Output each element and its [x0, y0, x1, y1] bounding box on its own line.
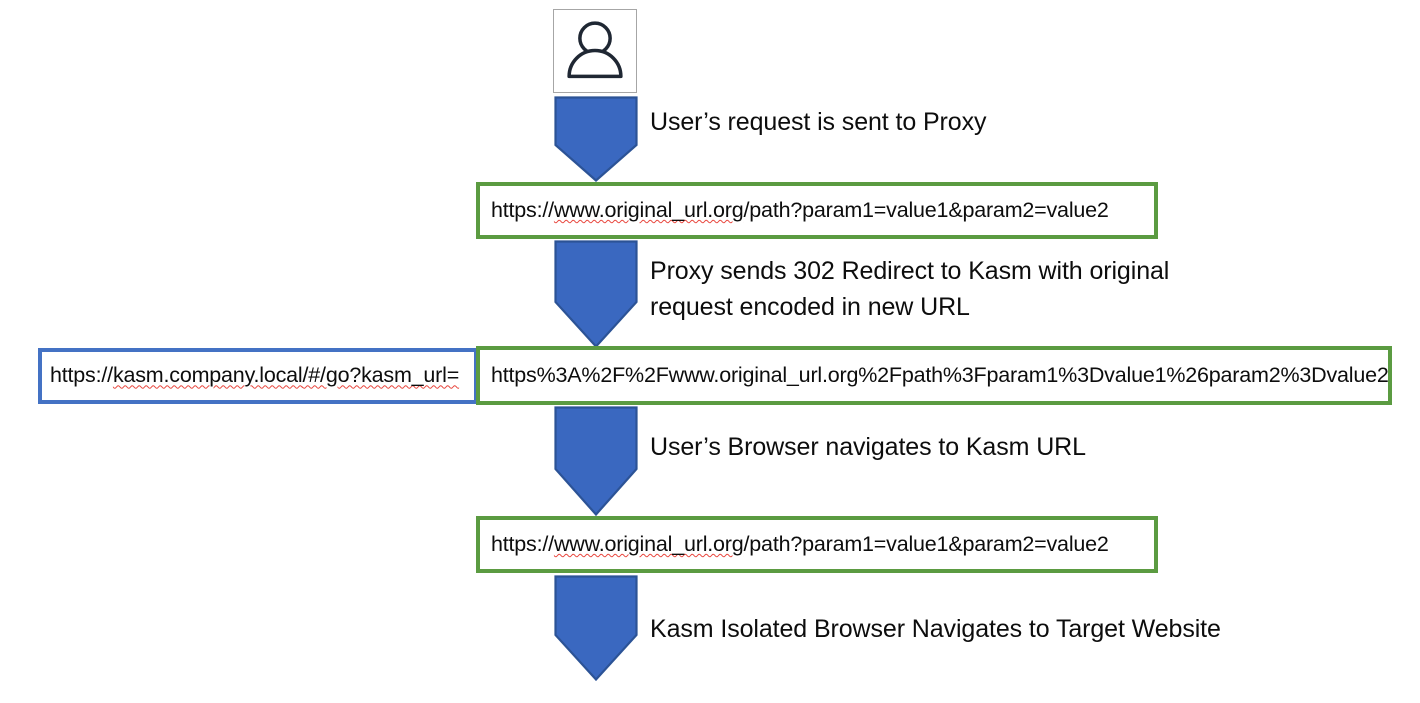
kasm-url-prefix-text: https://kasm.company.local/#/go?kasm_url…: [42, 365, 459, 387]
down-arrow-icon: [554, 96, 638, 182]
url-path: /#/go?kasm_url=: [302, 363, 460, 388]
step-caption-4: Kasm Isolated Browser Navigates to Targe…: [650, 615, 1221, 643]
down-arrow-icon: [554, 575, 638, 681]
user-avatar: [553, 9, 637, 93]
step-caption-1: User’s request is sent to Proxy: [650, 108, 987, 136]
down-arrow-icon: [554, 406, 638, 516]
user-avatar-icon: [567, 21, 623, 79]
original-request-url-text-2: https://www.original_url.org/path?param1…: [480, 531, 1109, 556]
original-request-url-box-2: https://www.original_url.org/path?param1…: [476, 516, 1158, 573]
encoded-url-text: https%3A%2F%2Fwww.original_url.org%2Fpat…: [491, 362, 1389, 387]
down-arrow-icon: [554, 240, 638, 348]
kasm-url-prefix-box: https://kasm.company.local/#/go?kasm_url…: [38, 348, 478, 404]
step-caption-2: Proxy sends 302 Redirect to Kasm with or…: [650, 257, 1170, 321]
url-path: /path?param1=value1&param2=value2: [743, 197, 1109, 222]
url-scheme: https://: [491, 531, 554, 556]
url-path: /path?param1=value1&param2=value2: [743, 531, 1109, 556]
url-host: www.original_url.org: [553, 531, 744, 556]
url-scheme: https://: [50, 363, 113, 388]
original-request-url-text-1: https://www.original_url.org/path?param1…: [480, 197, 1109, 222]
url-scheme: https://: [491, 197, 554, 222]
flow-arrow-3: [554, 406, 638, 516]
flow-arrow-4: [554, 575, 638, 681]
encoded-url-box: https%3A%2F%2Fwww.original_url.org%2Fpat…: [476, 346, 1392, 405]
url-host: www.original_url.org: [553, 197, 744, 222]
url-host: kasm.company.local: [112, 363, 303, 388]
step-caption-3: User’s Browser navigates to Kasm URL: [650, 433, 1086, 461]
flow-arrow-1: [554, 96, 638, 182]
flow-arrow-2: [554, 240, 638, 348]
original-request-url-box-1: https://www.original_url.org/path?param1…: [476, 182, 1158, 239]
